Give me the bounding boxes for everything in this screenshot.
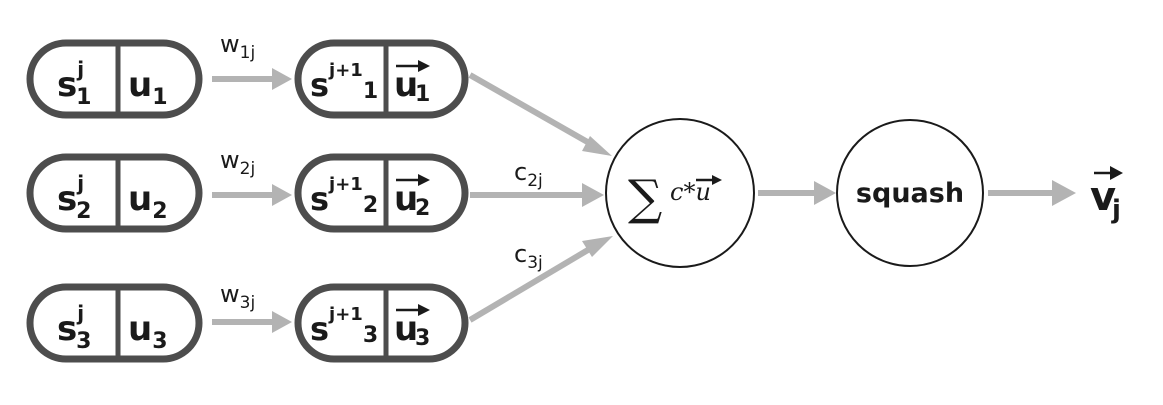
s-base: s: [57, 65, 77, 105]
u-vector: u 2: [394, 174, 430, 221]
s-symbol: sj 3: [57, 301, 91, 354]
output-vector: v j: [1090, 166, 1123, 225]
s-base: s: [310, 310, 329, 348]
output-subscript: j: [1111, 195, 1121, 225]
weight-label-2: w2j: [220, 146, 255, 179]
route-arrow-3: [468, 241, 600, 323]
sum-term: c*u: [670, 178, 711, 206]
u-base: u: [128, 65, 152, 105]
s-superscript: j+1: [328, 174, 363, 195]
u-vector: u 1: [394, 60, 430, 107]
u-vector: u 3: [394, 304, 430, 351]
s-subscript: 3: [363, 323, 378, 348]
weight-arrow-2: w2j: [212, 146, 292, 206]
squash-node: squash: [836, 119, 984, 267]
s-superscript: j: [76, 301, 84, 325]
s-base: s: [57, 179, 77, 219]
coupling-label-2: c2j: [514, 158, 543, 191]
u-base: u: [394, 179, 418, 219]
s-subscript: 3: [76, 329, 91, 354]
s-subscript: 1: [363, 79, 378, 104]
u-base: u: [394, 65, 418, 105]
u-symbol: u2: [128, 179, 168, 224]
route-arrow-1: [468, 72, 600, 151]
coupling-label-3: c3j: [514, 240, 543, 273]
s-symbol: sj 2: [57, 171, 91, 224]
s-base: s: [310, 66, 329, 104]
u-base: u: [394, 309, 418, 349]
u-base: u: [128, 179, 152, 219]
s-symbol: sj+11: [310, 60, 378, 104]
s-superscript: j: [76, 171, 84, 195]
prediction-capsule-2: sj+12 u 2: [294, 153, 469, 233]
s-subscript: 1: [76, 85, 91, 110]
u-symbol: u3: [128, 309, 168, 354]
s-symbol: sj 1: [57, 57, 91, 110]
u-subscript: 1: [152, 85, 167, 110]
u-subscript: 2: [415, 196, 430, 221]
weight-arrow-1: w1j: [212, 30, 292, 90]
u-subscript: 2: [152, 199, 167, 224]
u-subscript: 3: [415, 326, 430, 351]
s-base: s: [310, 180, 329, 218]
u-symbol: u1: [128, 65, 168, 110]
sum-node: ∑ c*u: [605, 118, 755, 268]
s-base: s: [57, 309, 77, 349]
prediction-capsule-1: sj+11 u 1: [294, 39, 469, 119]
s-subscript: 2: [363, 193, 378, 218]
u-subscript: 3: [152, 329, 167, 354]
weight-label-1: w1j: [220, 30, 255, 63]
s-superscript: j+1: [328, 60, 363, 81]
s-subscript: 2: [76, 199, 91, 224]
s-symbol: sj+12: [310, 174, 378, 218]
output-base: v: [1090, 174, 1116, 220]
s-superscript: j: [76, 57, 84, 81]
squash-label: squash: [856, 178, 964, 209]
sigma-symbol: ∑: [628, 170, 662, 226]
weight-label-3: w3j: [220, 280, 255, 313]
weight-arrow-3: w3j: [212, 280, 292, 333]
u-base: u: [128, 309, 152, 349]
s-symbol: sj+13: [310, 304, 378, 348]
u-subscript: 1: [415, 82, 430, 107]
prediction-capsule-3: sj+13 u 3: [294, 283, 469, 363]
s-superscript: j+1: [328, 304, 363, 325]
